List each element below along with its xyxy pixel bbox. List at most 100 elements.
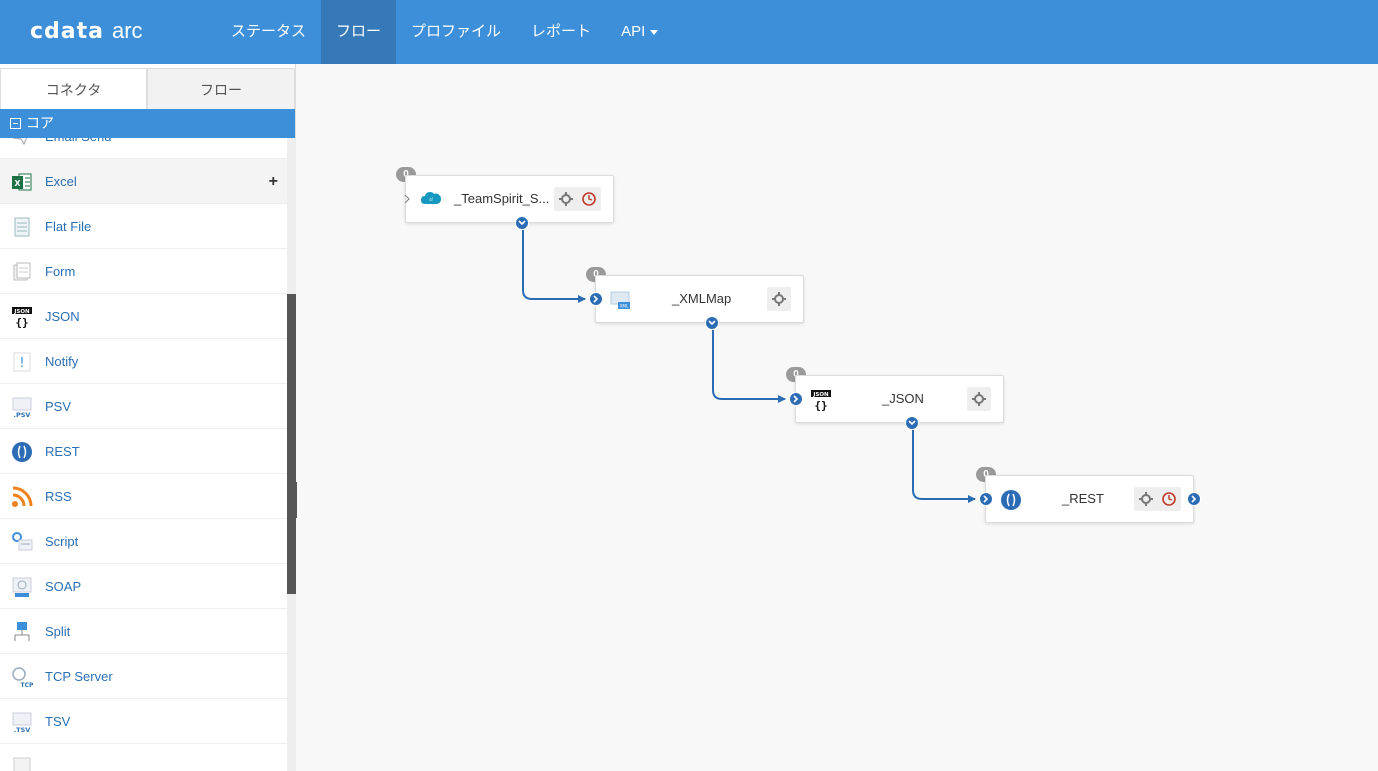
json-icon: JSON{} <box>12 307 32 328</box>
tab-flows[interactable]: フロー <box>147 68 295 110</box>
xmlmap-icon: XML <box>610 291 630 309</box>
nav-flows[interactable]: フロー <box>321 0 397 64</box>
connector-item[interactable]: .PSV PSV <box>0 384 287 429</box>
node-input-port[interactable] <box>979 492 993 506</box>
connector-item[interactable]: RSS <box>0 474 287 519</box>
connector-item[interactable]: Form <box>0 249 287 294</box>
split-icon <box>14 622 30 641</box>
clock-icon[interactable] <box>581 191 597 207</box>
connector-label: Form <box>45 264 76 279</box>
chevron-right-icon <box>1191 495 1197 503</box>
sidebar-tabs: コネクタ フロー <box>0 68 295 110</box>
node-output-port[interactable] <box>1187 492 1201 506</box>
flow-connections <box>522 230 976 503</box>
node-label: _TeamSpirit_S... <box>454 191 550 206</box>
logo-product: arc <box>112 18 143 43</box>
svg-text:{}: {} <box>814 399 827 411</box>
chevron-right-icon <box>983 495 989 503</box>
svg-text:sf: sf <box>429 197 433 202</box>
svg-text:X: X <box>14 179 21 188</box>
file-icon <box>13 757 31 771</box>
svg-text:{}: {} <box>15 316 28 328</box>
caret-down-icon <box>650 29 659 35</box>
chevron-down-icon <box>908 420 916 426</box>
connector-label: Flat File <box>45 219 92 234</box>
connector-item[interactable]: TCP TCP Server <box>0 654 287 699</box>
connector-label: SOAP <box>45 579 82 594</box>
connector-item[interactable]: X Excel + <box>0 159 287 204</box>
app-logo[interactable]: cdata arc <box>30 18 143 46</box>
svg-text:XML: XML <box>620 304 629 309</box>
connector-item[interactable]: Email Send <box>0 138 287 159</box>
flat-file-icon <box>14 217 30 237</box>
rest-icon <box>12 442 32 462</box>
nav-api-label: API <box>621 23 646 40</box>
chevron-right-icon <box>793 395 799 403</box>
connector-label: Email Send <box>45 138 111 159</box>
connector-item[interactable]: Flat File <box>0 204 287 249</box>
svg-text:.PSV: .PSV <box>14 411 31 418</box>
tab-connectors[interactable]: コネクタ <box>0 68 147 110</box>
nav-profile[interactable]: プロファイル <box>411 23 502 40</box>
connection-line <box>912 430 976 503</box>
node-output-port[interactable] <box>515 216 529 230</box>
json-icon: JSON{} <box>811 390 831 411</box>
node-output-port[interactable] <box>905 416 919 430</box>
connector-item[interactable]: ! Notify <box>0 339 287 384</box>
node-actions <box>554 187 601 211</box>
flow-node-teamspirit[interactable]: sf _TeamSpirit_S... <box>404 175 614 230</box>
connector-label: Script <box>45 534 79 549</box>
add-connector-button[interactable]: + <box>268 173 278 190</box>
node-label: _XMLMap <box>672 291 732 306</box>
node-actions <box>1134 487 1181 511</box>
svg-text:.TSV: .TSV <box>14 726 31 733</box>
nav-status[interactable]: ステータス <box>231 23 307 40</box>
soap-icon <box>12 577 32 597</box>
node-output-port[interactable] <box>705 316 719 330</box>
chevron-right-icon <box>593 295 599 303</box>
node-input-port[interactable] <box>789 392 803 406</box>
flow-node-json[interactable]: JSON{} _JSON <box>789 375 1004 430</box>
connector-item[interactable]: SOAP <box>0 564 287 609</box>
node-actions <box>967 387 991 411</box>
gear-icon[interactable] <box>771 291 787 307</box>
connector-sidebar: コネクタ フロー コア Email Send X Excel + Flat Fi… <box>0 64 296 771</box>
section-core-header[interactable]: コア <box>0 109 295 138</box>
sidebar-scrollbar-thumb[interactable] <box>287 294 296 594</box>
rest-icon <box>1001 490 1021 510</box>
chevron-down-icon <box>518 220 526 226</box>
email-send-icon <box>12 138 28 146</box>
svg-text:JSON: JSON <box>13 309 30 315</box>
flow-node-xmlmap[interactable]: XML _XMLMap <box>589 275 804 330</box>
connector-item[interactable]: .TSV TSV <box>0 699 287 744</box>
chevron-right-icon <box>404 194 410 204</box>
connector-label: Notify <box>45 354 79 369</box>
connector-label: REST <box>45 444 80 459</box>
flow-canvas[interactable]: 0 sf _TeamSpirit_S... 0 XML _XMLMap 0 JS… <box>297 64 1378 771</box>
gear-icon[interactable] <box>971 391 987 407</box>
clock-icon[interactable] <box>1161 491 1177 507</box>
connector-list[interactable]: Email Send X Excel + Flat File Form JSON… <box>0 138 287 771</box>
section-title: コア <box>26 115 54 131</box>
connector-item[interactable]: REST <box>0 429 287 474</box>
connector-item[interactable]: JSON{} JSON <box>0 294 287 339</box>
excel-icon: X <box>12 173 32 191</box>
nav-api-dropdown[interactable]: API <box>606 0 673 64</box>
nav-reports[interactable]: レポート <box>531 23 592 40</box>
script-icon <box>12 532 33 551</box>
node-label: _JSON <box>882 391 924 406</box>
node-input-port[interactable] <box>589 292 603 306</box>
svg-text:TCP: TCP <box>21 682 33 688</box>
gear-icon[interactable] <box>558 191 574 207</box>
chevron-down-icon <box>708 320 716 326</box>
connector-item[interactable] <box>0 744 287 771</box>
connector-label: TCP Server <box>45 669 113 684</box>
flow-node-rest[interactable]: _REST <box>979 475 1201 523</box>
connector-label: Excel <box>45 174 77 189</box>
connector-label: PSV <box>45 399 72 414</box>
node-label: _REST <box>1062 491 1104 506</box>
connector-label: Split <box>45 624 71 639</box>
connector-item[interactable]: Script <box>0 519 287 564</box>
connector-item[interactable]: Split <box>0 609 287 654</box>
gear-icon[interactable] <box>1138 491 1154 507</box>
